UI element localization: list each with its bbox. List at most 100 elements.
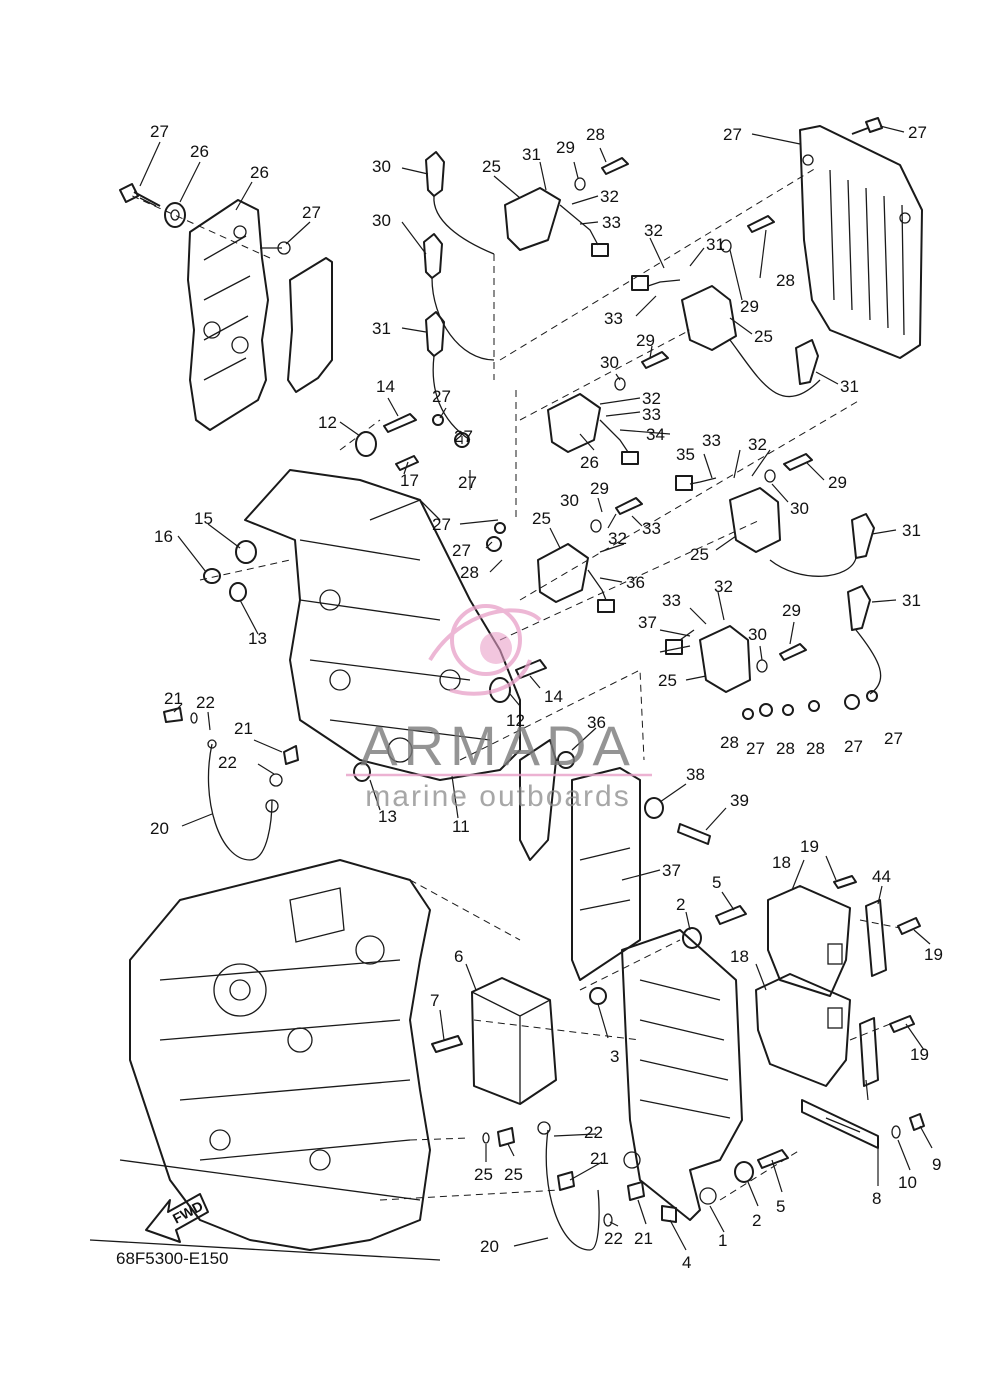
callout-30-b: 30 — [372, 211, 391, 230]
leader-lines — [139, 125, 933, 1251]
callout-22-a: 22 — [196, 693, 215, 712]
callout-42: 27 — [723, 125, 742, 144]
callout-30-a: 30 — [372, 157, 391, 176]
callout-27-b: 27 — [458, 473, 477, 492]
callout-21-a: 21 — [164, 689, 183, 708]
callout-9: 9 — [932, 1155, 941, 1174]
callout-20-a: 20 — [150, 819, 169, 838]
callout-29-e: 30 — [560, 491, 579, 510]
callout-29-f: 30 — [748, 625, 767, 644]
ignition-coil-top — [504, 187, 609, 257]
callout-29-b: 29 — [740, 297, 759, 316]
callout-31-c: 32 — [642, 389, 661, 408]
callout-29-c: 30 — [600, 353, 619, 372]
assembly-lines — [127, 167, 901, 1201]
callout-32-f: 33 — [662, 591, 681, 610]
callout-6: 6 — [454, 947, 463, 966]
callout-28-a: 28 — [586, 125, 605, 144]
callout-25-a: 25 — [482, 157, 501, 176]
callout-27-g: 28 — [806, 739, 825, 758]
callout-19-a: 19 — [800, 837, 819, 856]
callout-44-a: 44 — [872, 867, 891, 886]
callout-35: 38 — [686, 765, 705, 784]
callout-33-f: 37 — [638, 613, 657, 632]
callout-13-a: 13 — [248, 629, 267, 648]
callout-5-a: 5 — [712, 873, 721, 892]
callout-41: 27 — [150, 122, 169, 141]
callout-29-a: 29 — [556, 138, 575, 157]
callout-31-e: 32 — [608, 529, 627, 548]
callout-33-a: 33 — [602, 213, 621, 232]
callout-38: 26 — [250, 163, 269, 182]
fwd-arrow-icon — [145, 1193, 209, 1243]
callout-33-b: 33 — [604, 309, 623, 328]
callout-1: 1 — [718, 1231, 727, 1250]
callout-31-d: 32 — [748, 435, 767, 454]
callout-29-d: 30 — [790, 499, 809, 518]
part-42-plate — [799, 125, 923, 359]
callout-3: 3 — [610, 1047, 619, 1066]
callout-43: 27 — [908, 123, 927, 142]
callout-12-a: 12 — [318, 413, 337, 432]
callout-27-d: 28 — [460, 563, 479, 582]
callout-23: 25 — [504, 1165, 523, 1184]
callout-33-d: 35 — [676, 445, 695, 464]
callout-25-b: 25 — [754, 327, 773, 346]
callout-24: 25 — [474, 1165, 493, 1184]
callout-27-c: 27 — [432, 515, 451, 534]
part-1-plate — [589, 905, 789, 1223]
callout-19-c: 19 — [910, 1045, 929, 1064]
grommets-12-15-16-13 — [203, 413, 547, 782]
callout-36: 36 — [587, 713, 606, 732]
callout-10: 10 — [898, 1173, 917, 1192]
callout-28-e: 29 — [590, 479, 609, 498]
callout-15: 15 — [194, 509, 213, 528]
callout-11: 11 — [452, 817, 470, 836]
callout-16: 16 — [154, 527, 173, 546]
callout-2-b: 2 — [752, 1211, 761, 1230]
callout-26-d: 27 — [844, 737, 863, 756]
callout-28-b: 28 — [776, 271, 795, 290]
callout-27-a: 27 — [432, 387, 451, 406]
part-40-bracket — [260, 241, 333, 393]
bolts-28-washers-29 — [574, 157, 813, 673]
callout-30-d: 31 — [840, 377, 859, 396]
callout-22-d: 22 — [604, 1229, 623, 1248]
ignition-coil-right-2 — [675, 475, 781, 553]
callout-21-b: 21 — [234, 719, 253, 738]
callout-8: 8 — [872, 1189, 881, 1208]
callout-33-c: 34 — [646, 425, 665, 444]
watermark-emblem-icon — [428, 604, 542, 696]
callout-27-h: 27 — [884, 729, 903, 748]
callout-14-a: 14 — [376, 377, 395, 396]
callout-30-c: 31 — [372, 319, 391, 338]
callout-25-c: 26 — [580, 453, 599, 472]
callout-20-b: 20 — [480, 1237, 499, 1256]
callout-26-a: 27 — [454, 427, 473, 446]
callout-13-b: 13 — [378, 807, 397, 826]
callout-22-c: 22 — [584, 1123, 603, 1142]
callout-18-a: 18 — [772, 853, 791, 872]
callout-25-d: 25 — [690, 545, 709, 564]
part-drawings — [89, 117, 925, 1261]
callout-21-d: 21 — [634, 1229, 653, 1248]
clips-26-27 — [432, 414, 878, 720]
part-39-grommet — [164, 202, 186, 228]
callout-39: 26 — [190, 142, 209, 161]
part-41-bolt — [119, 183, 161, 207]
ground-leads — [163, 707, 645, 1251]
callout-32-c: 33 — [642, 405, 661, 424]
callout-32-d: 33 — [702, 431, 721, 450]
part-6-box — [431, 977, 557, 1105]
callout-31-b: 31 — [706, 235, 725, 254]
callout-37: 39 — [730, 791, 749, 810]
ignition-coil-mid — [547, 393, 639, 465]
engine-block — [89, 859, 441, 1261]
part-38-cover — [187, 199, 269, 431]
callout-34: 37 — [662, 861, 681, 880]
callout-14-b: 14 — [544, 687, 563, 706]
callout-30-e: 31 — [902, 521, 921, 540]
callout-12-b: 12 — [506, 711, 525, 730]
callout-2-a: 2 — [676, 895, 685, 914]
